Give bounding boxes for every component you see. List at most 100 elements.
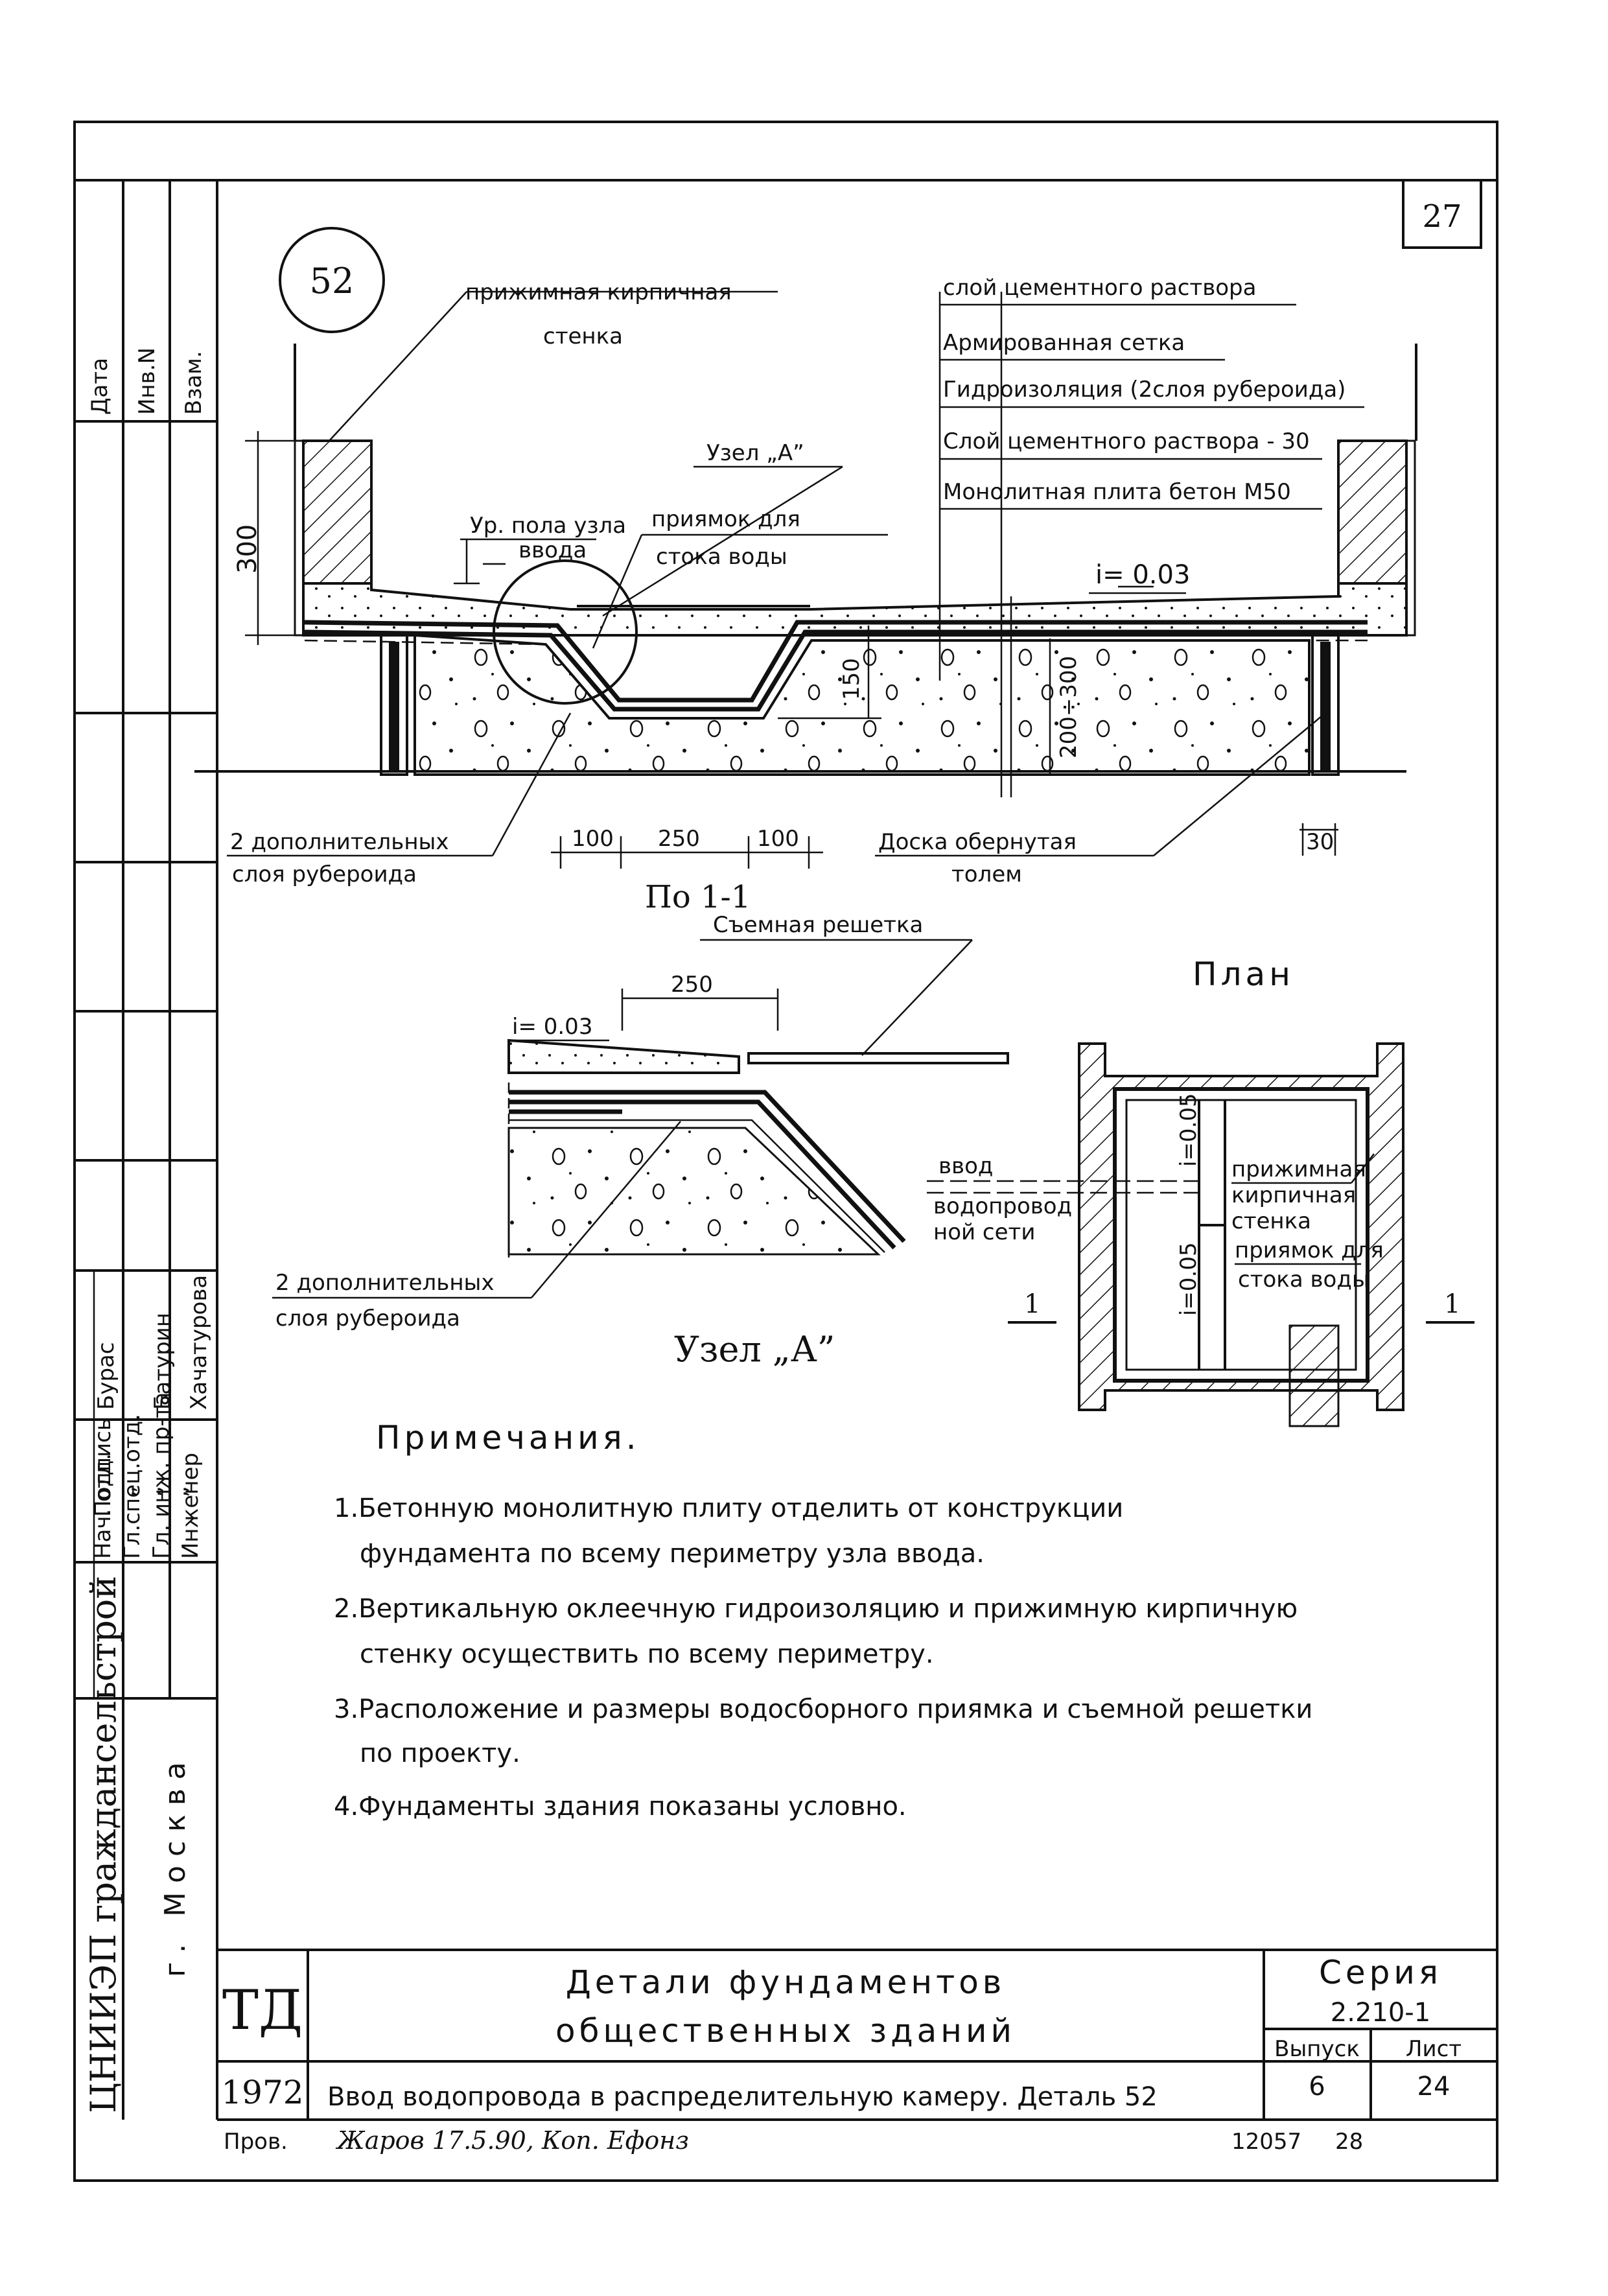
issue-label: Выпуск — [1274, 2036, 1360, 2062]
role-engineer: Инженер — [178, 1453, 204, 1559]
name-baturin: Батурин — [150, 1313, 176, 1410]
mark-ditto-3: ” — [180, 1486, 205, 1497]
label-extra-layers-1: 2 дополнительных — [230, 829, 449, 855]
label-drain-pit-2: стока воды — [656, 544, 787, 570]
node-slope: i= 0.03 — [512, 1014, 592, 1040]
brick-wall-right — [1337, 439, 1408, 585]
dim-200-300: 200÷300 — [1056, 656, 1082, 758]
plan-slope-bottom: i=0.05 — [1176, 1242, 1202, 1316]
plan-inlet-2: водопровод — [933, 1193, 1072, 1219]
cut-mark-right: 1 — [1444, 1289, 1460, 1319]
notes-heading: Примечания. — [376, 1419, 640, 1457]
notes: Примечания. 1.Бетонную монолитную плиту … — [334, 1419, 1312, 1822]
plan-pit-1: приямок для — [1235, 1237, 1384, 1263]
cement-layer — [302, 582, 1408, 637]
plan-wall-2: кирпичная — [1231, 1182, 1356, 1208]
plan-wall-1: прижимная — [1231, 1156, 1366, 1182]
name-buras: Бурас — [93, 1342, 119, 1410]
issue-value: 6 — [1309, 2072, 1325, 2102]
dim-100-right: 100 — [757, 826, 799, 852]
brick-wall-left — [302, 439, 373, 585]
name-khachaturova: Хачатурова — [186, 1275, 212, 1410]
plan-pit-2: стока воды — [1238, 1267, 1369, 1293]
layer-2: Армированная сетка — [943, 330, 1185, 356]
footer-code: 12057 — [1231, 2129, 1301, 2155]
node-extra-layers-1: 2 дополнительных — [275, 1270, 495, 1296]
label-extra-layers-2: слоя рубероида — [232, 861, 417, 887]
label-node-a: Узел „А” — [706, 440, 804, 466]
td-mark: ТД — [222, 1978, 303, 2042]
node-a-marker — [493, 559, 638, 705]
sheet-number-box: 27 — [1402, 179, 1482, 249]
side-stamp: Дата Инв.N Взам. Нач. отд. Гл.спец.отд. … — [75, 179, 217, 2120]
footer-page: 28 — [1335, 2129, 1363, 2155]
node-title: Узел „А” — [674, 1329, 835, 1370]
checked-label: Пров. — [224, 2129, 288, 2155]
sheet-value: 24 — [1417, 2072, 1451, 2102]
plan-inlet-1: ввод — [938, 1153, 993, 1179]
note-line-7: 4.Фундаменты здания показаны условно. — [334, 1792, 907, 1822]
layer-3: Гидроизоляция (2слоя рубероида) — [943, 377, 1346, 403]
layer-1: слой цементного раствора — [943, 275, 1256, 301]
plan-inlet-3: ной сети — [933, 1219, 1035, 1245]
section-title: По 1-1 — [645, 879, 751, 915]
org-name: ЦНИИЭП граждансельстрой — [83, 1576, 124, 2113]
slope-label: i= 0.03 — [1095, 560, 1190, 590]
label-brick-wall-1: прижимная кирпичная — [465, 279, 732, 305]
mark-signature: Подпись — [90, 1418, 116, 1517]
label-brick-wall-2: стенка — [543, 323, 623, 349]
section-1-1: 52 300 150 200÷300 i= 0.03 — [194, 227, 1417, 915]
subtitle: Ввод водопровода в распределительную кам… — [327, 2082, 1158, 2112]
plan-wall-3: стенка — [1231, 1208, 1311, 1234]
role-chief-eng: Гл. инж. пр-та — [148, 1392, 174, 1559]
note-line-6: по проекту. — [360, 1739, 520, 1768]
layer-4: Слой цементного раствора - 30 — [943, 428, 1310, 454]
label-board-2: толем — [951, 861, 1022, 887]
sheet-number: 27 — [1422, 198, 1462, 235]
label-floor-level-2: ввода — [519, 537, 587, 563]
footer: Пров. Жаров 17.5.90, Коп. Ефонз 12057 28 — [224, 2126, 1363, 2155]
detail-number: 52 — [310, 261, 355, 301]
role-head: Нач. отд. — [90, 1453, 116, 1559]
sheet-label: Лист — [1406, 2036, 1462, 2062]
series-label: Серия — [1319, 1954, 1442, 1991]
label-board-1: Доска обернутая — [878, 829, 1077, 855]
mark-ditto-2: ” — [154, 1486, 180, 1497]
plan: План i=0.05 i=0.05 ввод водопровод ной с… — [927, 955, 1474, 1427]
checker-signature: Жаров 17.5.90, Коп. Ефонз — [335, 2126, 689, 2155]
node-extra-layers-2: слоя рубероида — [275, 1306, 460, 1331]
note-line-2: фундамента по всему периметру узла ввода… — [360, 1539, 985, 1569]
label-drain-pit-1: приямок для — [651, 506, 800, 532]
label-floor-level-1: Ур. пола узла — [470, 513, 626, 539]
board-left — [380, 634, 408, 776]
org-city: г. Москва — [159, 1753, 192, 1977]
outer-frame — [73, 121, 1498, 2182]
dim-30: 30 — [1306, 829, 1334, 855]
plan-inlet-pipe — [1288, 1324, 1340, 1427]
note-line-5: 3.Расположение и размеры водосборного пр… — [334, 1694, 1312, 1724]
plan-slope-top: i=0.05 — [1176, 1093, 1202, 1167]
dim-100-left: 100 — [572, 826, 614, 852]
stamp-inv-label: Инв.N — [134, 347, 160, 415]
stamp-date-label: Дата — [87, 358, 113, 415]
dim-150: 150 — [839, 658, 865, 700]
title-line-2: общественных зданий — [555, 2012, 1016, 2050]
board-right — [1311, 634, 1340, 776]
title-line-1: Детали фундаментов — [566, 1963, 1006, 2001]
concrete-slab — [414, 633, 1311, 776]
plan-title: План — [1193, 955, 1294, 993]
note-line-3: 2.Вертикальную оклеечную гидроизоляцию и… — [334, 1594, 1298, 1624]
cut-mark-left: 1 — [1024, 1289, 1040, 1319]
note-line-1: 1.Бетонную монолитную плиту отделить от … — [334, 1494, 1123, 1523]
stamp-replace-label: Взам. — [181, 351, 207, 415]
series-value: 2.210-1 — [1331, 1998, 1430, 2028]
dim-300: 300 — [233, 524, 262, 574]
dim-250: 250 — [658, 826, 700, 852]
note-line-4: стенку осуществить по всему периметру. — [360, 1639, 934, 1669]
mark-ditto-1: ” — [128, 1486, 154, 1497]
title-block: ТД 1972 Детали фундаментов общественных … — [217, 1949, 1497, 2120]
label-grate: Съемная решетка — [713, 912, 923, 938]
role-chief-spec: Гл.спец.отд. — [119, 1414, 145, 1559]
node-a-detail: Съемная решетка 250 i= 0.03 2 дополнител… — [272, 912, 1009, 1370]
